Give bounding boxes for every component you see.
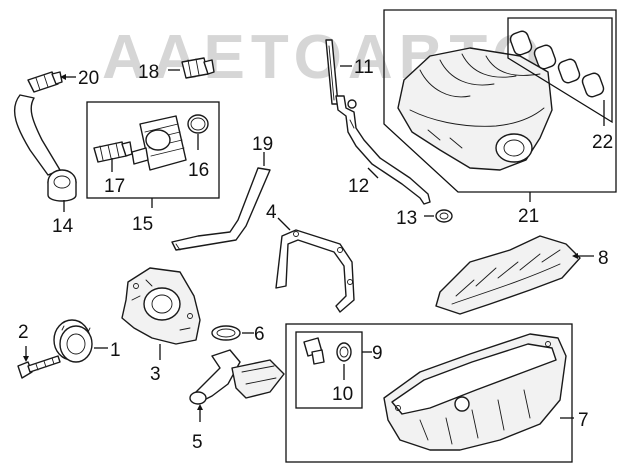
leader-4 — [277, 217, 291, 231]
arrow-20 — [60, 74, 66, 80]
callout-14: 14 — [52, 216, 74, 237]
callout-7: 7 — [578, 410, 589, 431]
callout-6: 6 — [254, 324, 265, 345]
part-17-adapter — [93, 141, 133, 163]
part-12-dipstick-tube — [335, 95, 431, 205]
part-1-pulley — [53, 319, 93, 363]
part-3-oil-pump — [121, 267, 201, 345]
callout-13: 13 — [396, 208, 417, 229]
part-7-oil-pan — [383, 333, 567, 451]
group-box-22 — [507, 17, 613, 124]
part-5-oil-pickup — [189, 349, 285, 405]
callout-10: 10 — [332, 384, 353, 405]
callout-15: 15 — [132, 214, 153, 235]
arrow-2 — [23, 356, 29, 362]
part-2-bolt — [17, 355, 61, 379]
part-13-seal — [435, 209, 453, 223]
part-8-windage-tray — [435, 235, 581, 315]
callout-9: 9 — [372, 343, 383, 364]
part-19-tube — [171, 167, 271, 251]
callout-22: 22 — [592, 132, 613, 153]
part-22-gaskets — [509, 30, 605, 98]
part-16-seal — [187, 114, 209, 134]
part-21-intake-manifold — [397, 47, 553, 171]
callout-11: 11 — [354, 57, 374, 78]
arrow-8 — [572, 253, 578, 259]
group-box-21 — [383, 9, 617, 193]
callout-20: 20 — [78, 68, 99, 89]
part-14-bushing — [47, 169, 77, 202]
callout-17: 17 — [104, 176, 125, 197]
callout-12: 12 — [348, 176, 369, 197]
callout-2: 2 — [18, 322, 29, 343]
callout-21: 21 — [518, 206, 539, 227]
part-18-sensor — [181, 57, 215, 79]
part-4-gasket — [275, 229, 355, 313]
group-box-9 — [295, 331, 363, 409]
group-box-15 — [86, 101, 220, 199]
callout-18: 18 — [138, 62, 159, 83]
leader-12 — [367, 167, 379, 179]
callout-8: 8 — [598, 248, 609, 269]
arrow-5 — [197, 404, 203, 410]
part-15-oil-cooler — [131, 115, 187, 171]
callout-5: 5 — [192, 432, 203, 453]
part-9-drain-plug — [303, 337, 325, 365]
callout-4: 4 — [266, 202, 277, 223]
callout-16: 16 — [188, 160, 209, 181]
part-20-breather-hose — [13, 71, 63, 176]
callout-19: 19 — [252, 134, 273, 155]
callout-3: 3 — [150, 364, 161, 385]
part-10-washer — [336, 342, 352, 362]
group-box-7 — [285, 323, 573, 463]
callout-1: 1 — [110, 340, 121, 361]
part-6-seal — [211, 325, 241, 341]
